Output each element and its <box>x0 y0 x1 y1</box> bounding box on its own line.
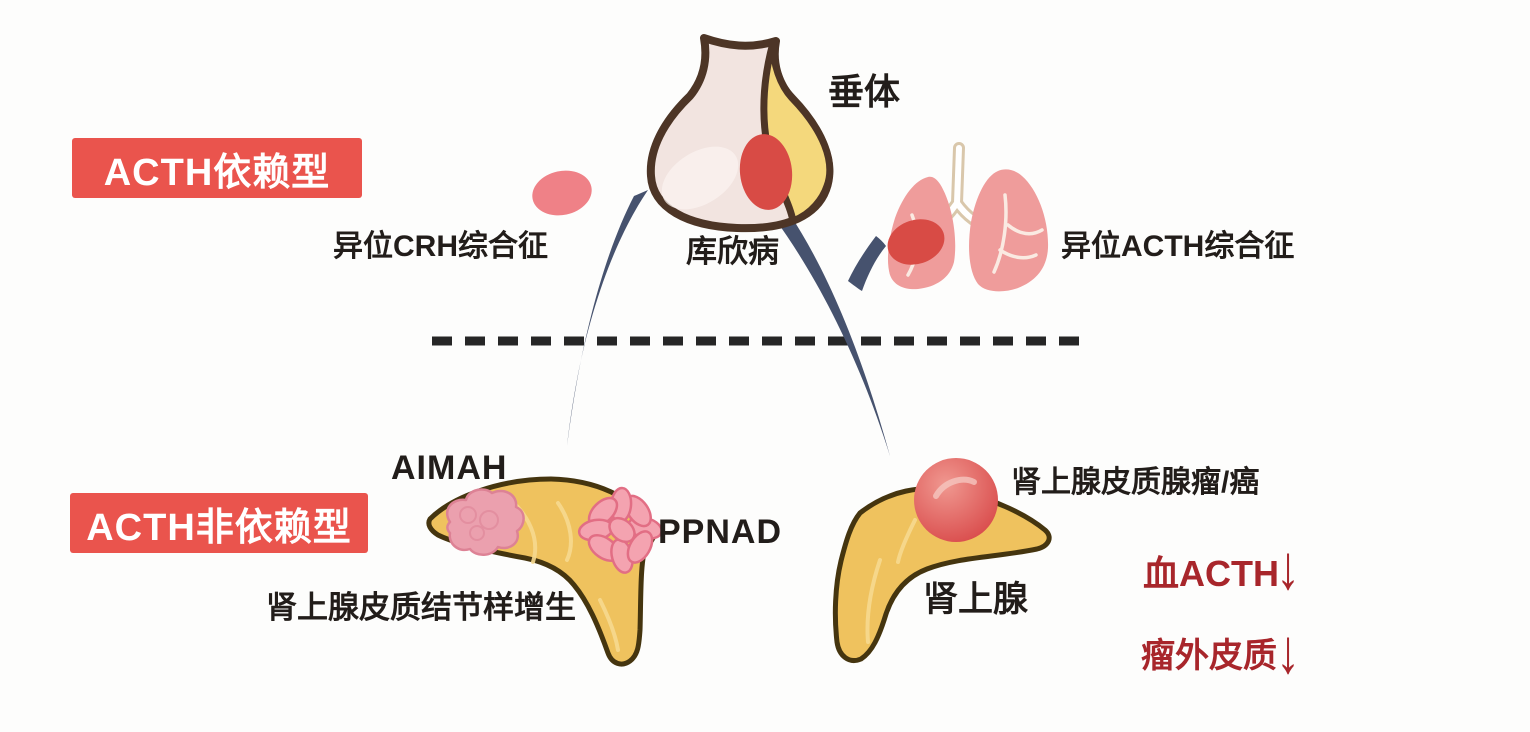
right-adrenal-illustration <box>832 458 1052 663</box>
ectopic-crh-oval <box>532 170 592 216</box>
acth-independent-badge: ACTH非依赖型 <box>70 493 368 553</box>
left-flow-arrow <box>567 190 648 446</box>
extratumoral-cortex-down-arrow-icon: ↓ <box>1276 618 1300 687</box>
lung-tumor <box>887 219 945 265</box>
ppnad-nodular-mass <box>577 486 663 574</box>
right-flow-arrow <box>775 213 890 456</box>
aimah-label: AIMAH <box>391 449 508 487</box>
blood-acth-down-arrow-icon: ↓ <box>1276 534 1300 603</box>
nodular-hyperplasia-label: 肾上腺皮质结节样增生 <box>266 590 576 625</box>
adrenal-adenoma-ball <box>914 458 998 542</box>
pituitary-tumor <box>739 134 793 210</box>
lungs-illustration <box>887 142 1049 292</box>
ectopic-acth-label: 异位ACTH综合征 <box>1061 230 1295 263</box>
pituitary-illustration <box>646 34 834 233</box>
extratumoral-cortex-label: 瘤外皮质 <box>1141 637 1277 675</box>
adenoma-carcinoma-label: 肾上腺皮质腺瘤/癌 <box>1011 466 1260 499</box>
right-lung-lobe <box>969 169 1049 292</box>
ectopic-crh-label: 异位CRH综合征 <box>333 230 548 263</box>
ppnad-label: PPNAD <box>658 513 783 551</box>
adrenal-gland-label: 肾上腺 <box>923 580 1029 619</box>
acth-dependent-badge: ACTH依赖型 <box>72 138 362 198</box>
left-adrenal-illustration <box>426 476 663 667</box>
blood-acth-label: 血ACTH <box>1143 553 1279 594</box>
aimah-hyperplasia-mass <box>445 488 525 556</box>
cushing-disease-label: 库欣病 <box>686 234 779 269</box>
pituitary-label: 垂体 <box>828 71 901 112</box>
